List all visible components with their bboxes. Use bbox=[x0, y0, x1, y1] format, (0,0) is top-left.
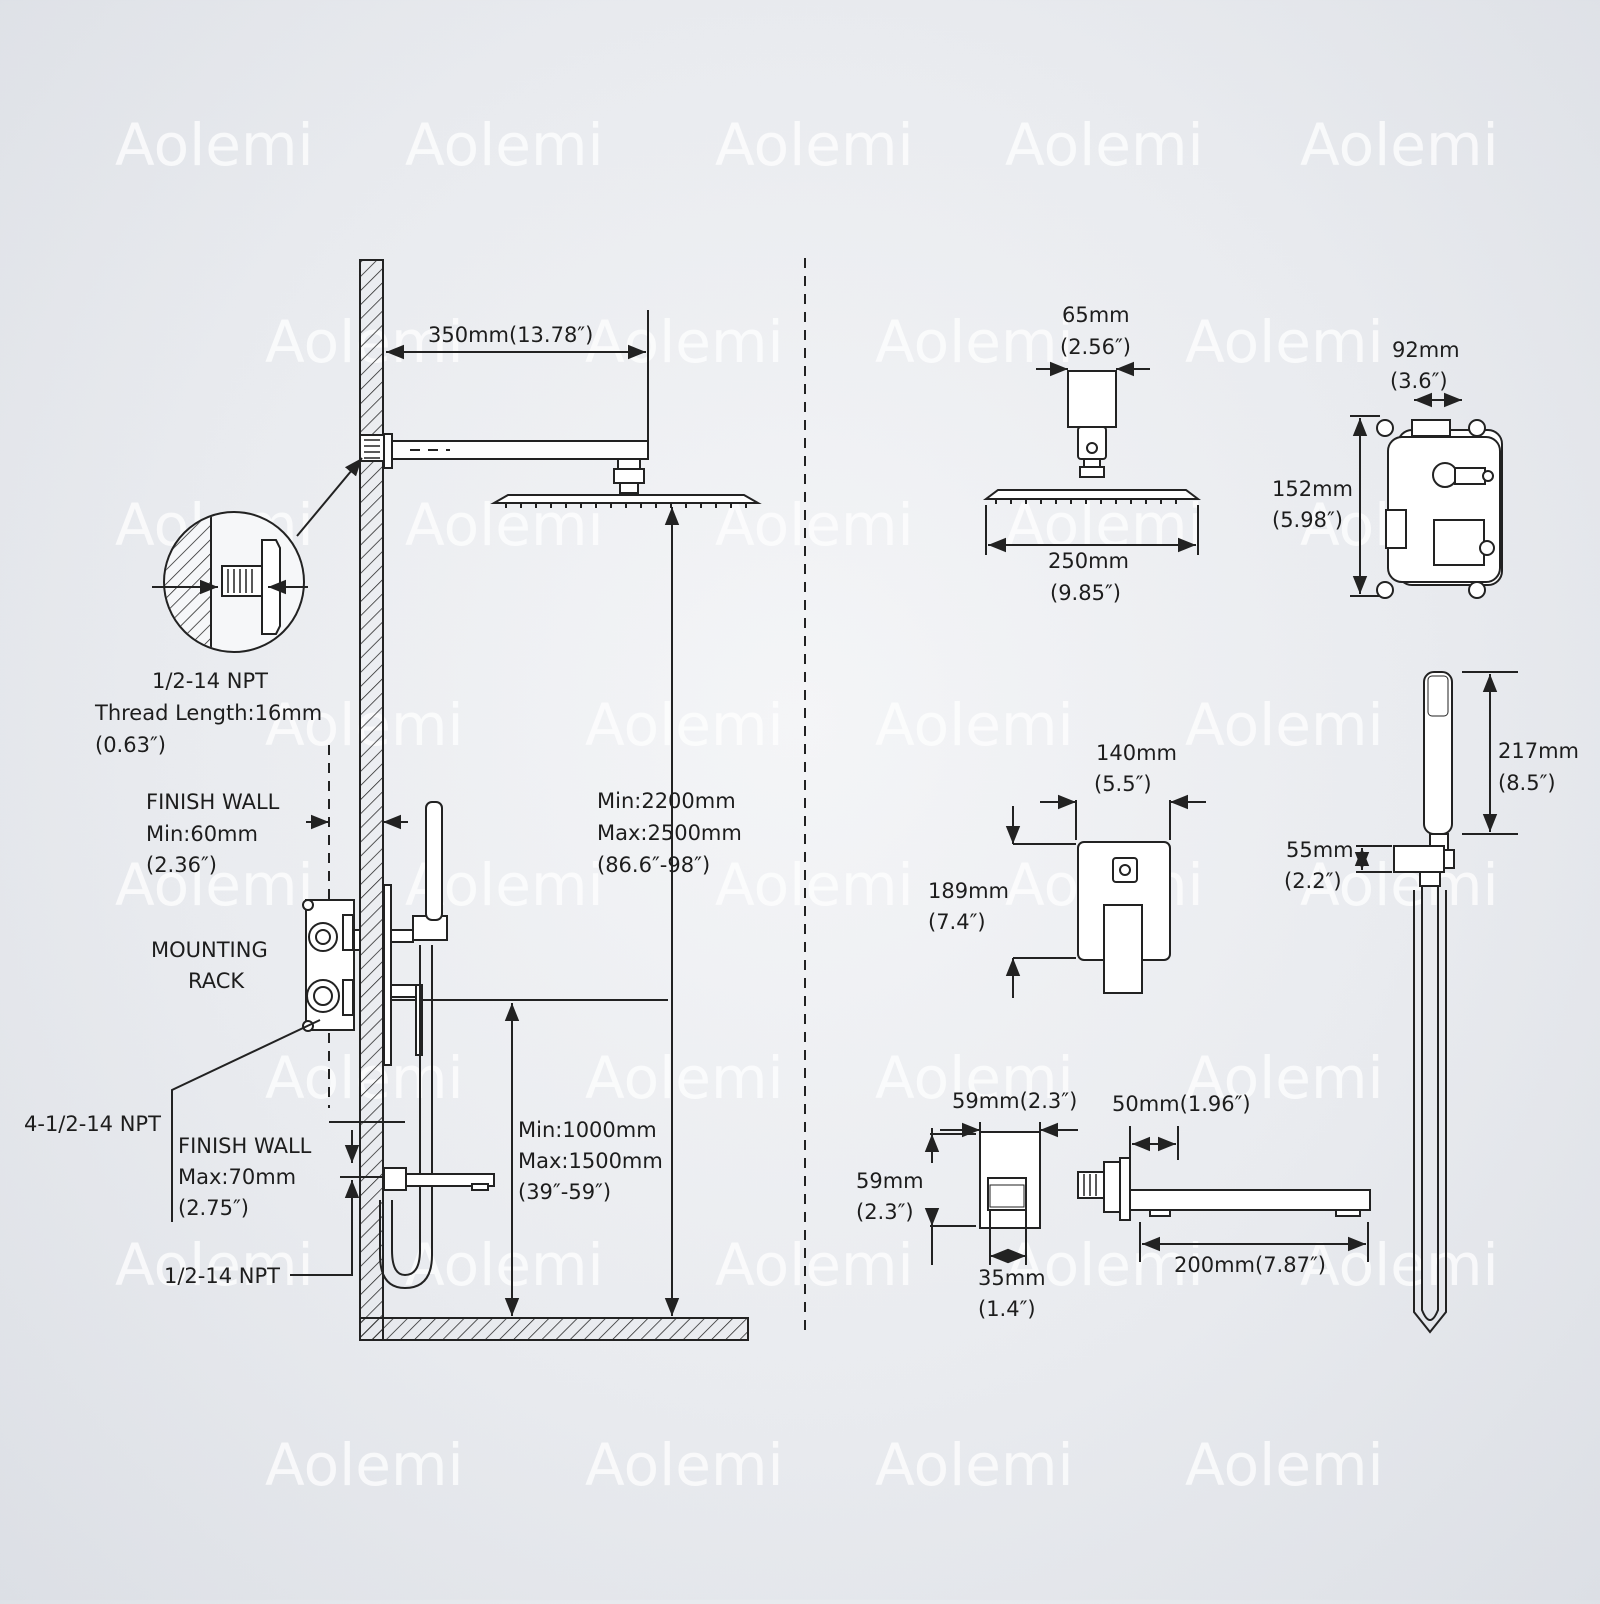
spout-length-label: 200mm(7.87″) bbox=[1174, 1253, 1326, 1277]
plate-width-label: 140mm bbox=[1096, 741, 1177, 765]
thread-detail bbox=[152, 457, 363, 653]
handheld-length-label: 217mm bbox=[1498, 739, 1579, 763]
watermark-text: Aolemi bbox=[115, 1231, 314, 1299]
npt-4-leader bbox=[171, 1019, 321, 1222]
plate-height-inch: (7.4″) bbox=[928, 910, 986, 934]
mounting-rack-label-1: MOUNTING bbox=[151, 938, 268, 962]
head-neck-inch: (2.56″) bbox=[1060, 335, 1131, 359]
tub-spout bbox=[1077, 1126, 1371, 1262]
wall-section bbox=[359, 259, 749, 1341]
watermark-text: Aolemi bbox=[1185, 1044, 1384, 1112]
watermark-text: Aolemi bbox=[875, 691, 1074, 759]
valve-height-inch: (5.98″) bbox=[1272, 508, 1343, 532]
arm-length-label: 350mm(13.78″) bbox=[428, 323, 593, 347]
watermark-text: Aolemi bbox=[265, 1431, 464, 1499]
mounting-rack-label-2: RACK bbox=[188, 969, 245, 993]
watermark-text: Aolemi bbox=[1185, 691, 1384, 759]
finish-wall-min-value: Min:60mm bbox=[146, 822, 258, 846]
watermark-text: Aolemi bbox=[715, 851, 914, 919]
npt-bottom-label: 1/2-14 NPT bbox=[164, 1264, 280, 1288]
thread-length-inch: (0.63″) bbox=[95, 733, 166, 757]
watermark-text: Aolemi bbox=[1300, 1231, 1499, 1299]
wall-trim bbox=[379, 801, 495, 1290]
watermark-text: Aolemi bbox=[585, 1431, 784, 1499]
flange-width-label: 59mm(2.3″) bbox=[952, 1089, 1077, 1113]
watermark-text: Aolemi bbox=[585, 1044, 784, 1112]
valve-body bbox=[1350, 392, 1503, 599]
trim-plate bbox=[1005, 794, 1206, 998]
finish-wall-max-inch: (2.75″) bbox=[178, 1196, 249, 1220]
npt-detail-label: 1/2-14 NPT bbox=[152, 669, 268, 693]
watermark-text: Aolemi bbox=[715, 1231, 914, 1299]
valve-height-max: Max:1500mm bbox=[518, 1149, 663, 1173]
valve-height-min: Min:1000mm bbox=[518, 1118, 657, 1142]
head-neck-label: 65mm bbox=[1062, 303, 1130, 327]
plate-height-label: 189mm bbox=[928, 879, 1009, 903]
flange-slot-label: 35mm bbox=[978, 1266, 1046, 1290]
plate-width-inch: (5.5″) bbox=[1094, 772, 1152, 796]
flange-height-inch: (2.3″) bbox=[856, 1200, 914, 1224]
head-height-min: Min:2200mm bbox=[597, 789, 736, 813]
shower-head-front bbox=[983, 361, 1201, 555]
watermark-text: Aolemi bbox=[405, 1231, 604, 1299]
head-width-label: 250mm bbox=[1048, 549, 1129, 573]
watermark-text: Aolemi bbox=[1300, 111, 1499, 179]
handheld-length-inch: (8.5″) bbox=[1498, 771, 1556, 795]
valve-height-inch: (39″-59″) bbox=[518, 1180, 611, 1204]
holder-height-label: 55mm bbox=[1286, 838, 1354, 862]
watermark-text: Aolemi bbox=[875, 1431, 1074, 1499]
thread-length-label: Thread Length:16mm bbox=[94, 701, 322, 725]
head-height-inch: (86.6″-98″) bbox=[597, 853, 710, 877]
flange-height-label: 59mm bbox=[856, 1169, 924, 1193]
valve-width-label: 92mm bbox=[1392, 338, 1460, 362]
npt-bottom-leader bbox=[290, 1205, 353, 1276]
flange-slot-inch: (1.4″) bbox=[978, 1297, 1036, 1321]
npt-4-label: 4-1/2-14 NPT bbox=[24, 1112, 161, 1136]
holder-height-inch: (2.2″) bbox=[1284, 869, 1342, 893]
spout-flange-label: 50mm(1.96″) bbox=[1112, 1092, 1251, 1116]
watermark-text: Aolemi bbox=[875, 308, 1074, 376]
watermark-text: Aolemi bbox=[585, 691, 784, 759]
watermark-text: Aolemi bbox=[1185, 308, 1384, 376]
watermark-text: Aolemi bbox=[875, 1044, 1074, 1112]
watermark-text: Aolemi bbox=[115, 851, 314, 919]
shower-head bbox=[490, 494, 762, 508]
finish-wall-max-title: FINISH WALL bbox=[178, 1134, 312, 1158]
mounting-rack bbox=[302, 899, 361, 1032]
watermark-text: Aolemi bbox=[1005, 111, 1204, 179]
finish-wall-min-title: FINISH WALL bbox=[146, 790, 280, 814]
watermark-text: Aolemi bbox=[715, 111, 914, 179]
finish-wall-max-value: Max:70mm bbox=[178, 1165, 296, 1189]
holder-flange bbox=[924, 1122, 1078, 1265]
watermark-text: Aolemi bbox=[585, 308, 784, 376]
head-width-inch: (9.85″) bbox=[1050, 581, 1121, 605]
watermark-text: Aolemi bbox=[405, 111, 604, 179]
finish-wall-min-inch: (2.36″) bbox=[146, 853, 217, 877]
shower-arm bbox=[359, 310, 649, 494]
valve-width-inch: (3.6″) bbox=[1390, 369, 1448, 393]
watermark-text: Aolemi bbox=[1185, 1431, 1384, 1499]
valve-height-label: 152mm bbox=[1272, 477, 1353, 501]
head-height-max: Max:2500mm bbox=[597, 821, 742, 845]
handheld-shower bbox=[1354, 671, 1518, 1334]
watermark-text: Aolemi bbox=[115, 111, 314, 179]
